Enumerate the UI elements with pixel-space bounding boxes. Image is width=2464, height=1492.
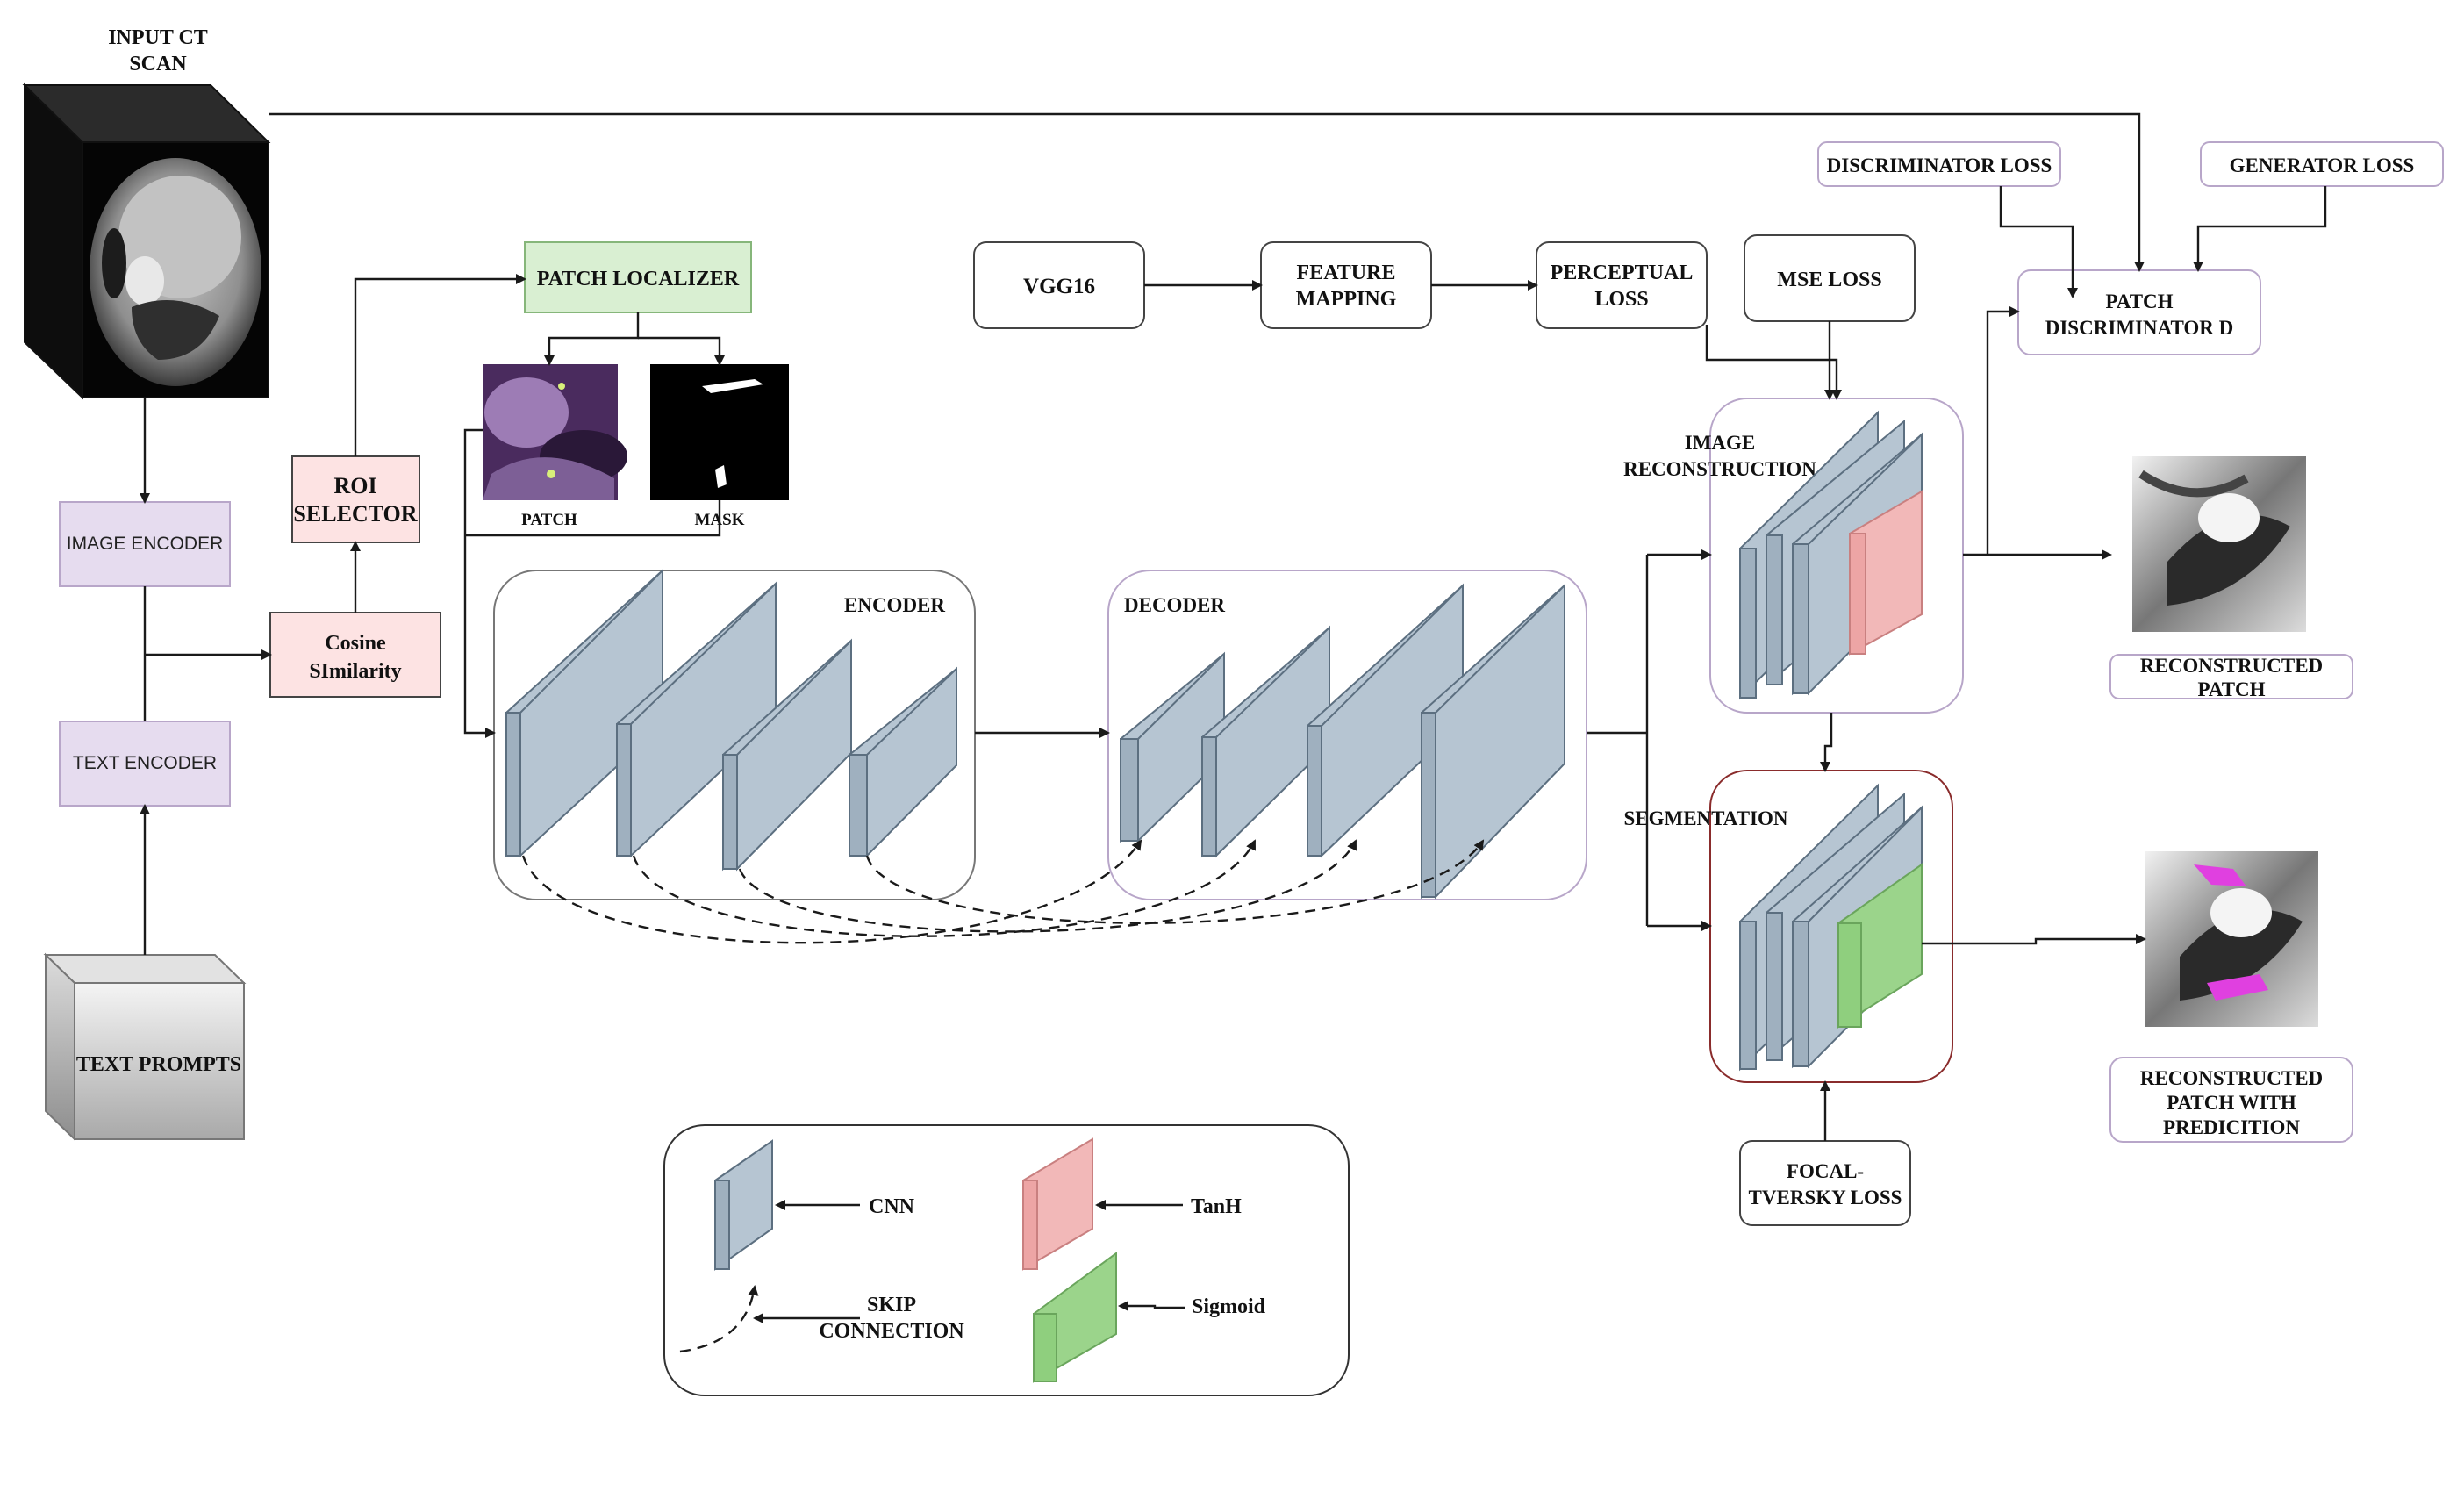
patch-thumb-label: PATCH [521,511,577,529]
discriminator-loss-box [1817,141,2061,187]
roi-selector-box [291,455,420,543]
cosine-line1: Cosine [325,632,386,655]
patch-discriminator-line1: PATCH [2105,291,2173,312]
reconstructed-patch-line2: PATCH [2197,678,2265,700]
generator-loss-label: GENERATOR LOSS [2230,154,2415,176]
legend-cnn-icon [714,1139,773,1271]
perceptual-loss-line1: PERCEPTUAL [1551,262,1694,284]
perceptual-loss-box [1536,241,1708,329]
cosine-similarity-box [269,612,441,698]
focal-loss-line1: FOCAL- [1787,1160,1864,1182]
patch-discriminator-box [2017,269,2261,355]
feature-mapping-line1: FEATURE [1297,262,1396,284]
encoder-cnn-layers [505,568,957,872]
reconstructed-pred-line2: PATCH WITH [2167,1092,2296,1114]
roi-line1: ROI [333,473,376,499]
text-prompts-cube: TEXT PROMPTS [43,952,247,1142]
reconstructed-patch-prediction-image [2145,851,2318,1027]
legend-skip-line2: CONNECTION [819,1320,964,1343]
input-ct-title-line1: INPUT CT [108,26,208,49]
legend-box [663,1124,1350,1396]
mse-loss-label: MSE LOSS [1777,269,1881,291]
skip-connections [521,839,1485,944]
reconstructed-pred-line3: PREDICITION [2163,1116,2300,1138]
roi-line2: SELECTOR [293,501,417,527]
decoder-cnn-layers [1120,583,1565,900]
focal-loss-line2: TVERSKY LOSS [1749,1187,1902,1209]
patch-thumbnail [483,364,627,500]
legend-sigmoid-label: Sigmoid [1192,1295,1266,1318]
vgg16-label: VGG16 [1023,275,1095,298]
reconstructed-patch-line1: RECONSTRUCTED [2140,655,2323,677]
decoder-label: DECODER [1124,594,1225,616]
legend-skip-icon [679,1285,759,1353]
reconstructed-prediction-label-box [2109,1057,2353,1143]
text-encoder-label: TEXT ENCODER [73,753,217,773]
patch-discriminator-line2: DISCRIMINATOR D [2045,317,2233,339]
legend-tanh-icon [1022,1137,1093,1271]
legend-cnn-label: CNN [869,1195,915,1218]
connectors [140,112,2327,1141]
encoder-label: ENCODER [844,594,945,616]
reconstructed-patch-image [2132,456,2306,632]
focal-tversky-loss-box [1739,1140,1911,1226]
perceptual-loss-line2: LOSS [1594,288,1648,311]
segmentation-label: SEGMENTATION [1623,807,1787,829]
feature-mapping-box [1260,241,1432,329]
mask-thumbnail [650,364,789,500]
reconstructed-pred-line1: RECONSTRUCTED [2140,1067,2323,1089]
legend-tanh-label: TanH [1191,1195,1242,1218]
image-encoder-box [59,501,231,587]
text-prompts-label: TEXT PROMPTS [76,1053,241,1076]
sigmoid-layer [1837,863,1923,1029]
legend-sigmoid-icon [1033,1252,1117,1383]
cosine-line2: SImilarity [309,660,401,683]
input-ct-title-line2: SCAN [129,53,187,75]
image-reconstruction-line2: RECONSTRUCTION [1623,458,1816,480]
input-ct-scan: INPUT CT SCAN [22,26,271,400]
generator-loss-box [2200,141,2444,187]
feature-mapping-line2: MAPPING [1296,288,1397,311]
patch-localizer-label: PATCH LOCALIZER [537,268,740,291]
image-reconstruction-line1: IMAGE [1685,432,1756,454]
legend-skip-line1: SKIP [867,1294,916,1316]
reconstructed-patch-label-box [2109,654,2353,699]
discriminator-loss-label: DISCRIMINATOR LOSS [1827,154,2052,176]
tanh-layer [1849,490,1923,656]
image-encoder-label: IMAGE ENCODER [67,534,224,554]
